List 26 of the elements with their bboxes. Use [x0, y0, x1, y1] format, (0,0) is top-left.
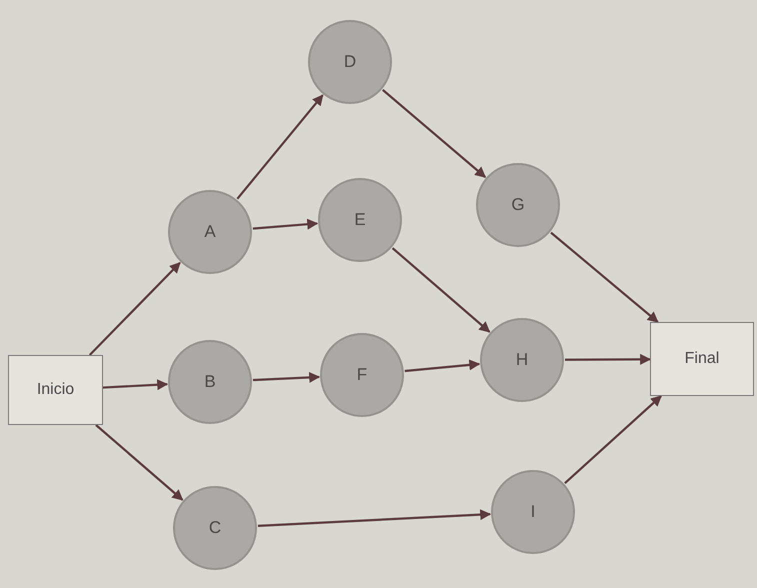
arrow: [392, 247, 490, 333]
arrow: [236, 94, 324, 200]
terminal-box: [650, 322, 754, 396]
node-label: A: [204, 222, 216, 242]
arrow: [382, 89, 486, 178]
arrow: [564, 395, 662, 484]
arrow: [565, 354, 652, 365]
arrow: [550, 232, 659, 323]
node-label: G: [511, 195, 525, 215]
arrow: [258, 509, 492, 527]
arrow: [252, 218, 318, 230]
node-label: D: [344, 52, 356, 72]
node-label: F: [356, 365, 368, 385]
node-label: B: [204, 372, 216, 392]
node-label: C: [208, 518, 222, 538]
arrow: [404, 359, 480, 372]
terminal-box: [8, 355, 103, 425]
arrow: [102, 379, 168, 390]
arrow: [88, 262, 181, 356]
node-label: H: [516, 350, 528, 370]
node-label: E: [354, 210, 366, 230]
node-label: Final: [684, 350, 720, 368]
node-label: Inicio: [36, 381, 74, 399]
node-label: I: [530, 502, 536, 522]
arrow: [252, 372, 320, 383]
arrow: [95, 424, 184, 501]
